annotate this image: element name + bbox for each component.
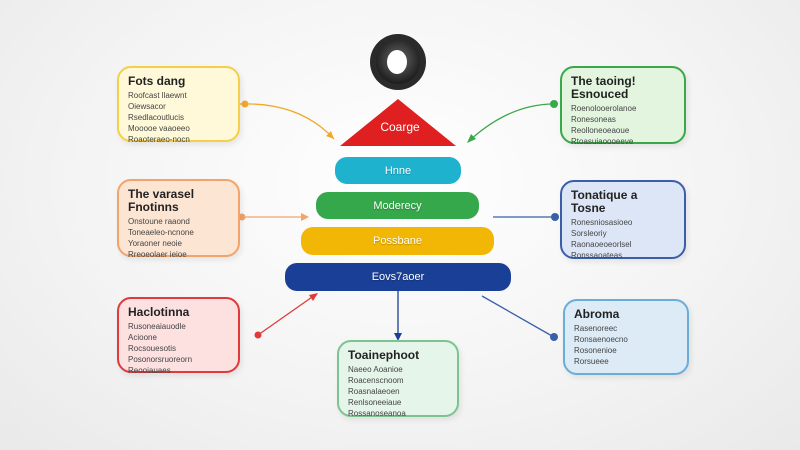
connector-dot-lightblue bbox=[550, 333, 558, 341]
card-title: The varasel Fnotinns bbox=[128, 187, 195, 214]
connector-red bbox=[257, 294, 316, 336]
card-text-line: Roaoteraeo-nocn bbox=[128, 135, 190, 144]
arrowhead-green bbox=[467, 134, 476, 143]
connector-dot-blue bbox=[551, 213, 559, 221]
card-text-line: Naeeo Aoanioe bbox=[348, 365, 403, 374]
connector-lightblue bbox=[481, 295, 553, 337]
card-text-line: Rosonenioe bbox=[574, 346, 617, 355]
card-text-line: Sorsleoriy bbox=[571, 229, 607, 238]
arrowhead-red bbox=[309, 293, 318, 301]
card-text-line: Ronesniosasioeo bbox=[571, 218, 633, 227]
card-title: Toainephoot bbox=[348, 348, 420, 362]
arrowhead-orange bbox=[301, 213, 309, 221]
card-title: The taoing! Esnouced bbox=[571, 74, 636, 101]
card-text-line: Roasnalaeoen bbox=[348, 387, 400, 396]
card-text-line: Oiewsacor bbox=[128, 102, 166, 111]
card-text-line: Roenolooerolanoe bbox=[571, 104, 637, 113]
card-text-line: Acioone bbox=[128, 333, 157, 342]
card-title: Haclotinna bbox=[128, 305, 190, 319]
card-title: Fots dang bbox=[128, 74, 186, 88]
card-text-line: Rsedlacoutlucis bbox=[128, 113, 185, 122]
pyramid-top-label: Coarge bbox=[380, 120, 420, 134]
card-title: Tonatique a Tosne bbox=[571, 188, 638, 215]
card-text-line: Toneaeleo-ncnone bbox=[128, 228, 194, 237]
card-text-line: Roofcast llaewnt bbox=[128, 91, 187, 100]
connector-dot-yellow bbox=[241, 100, 249, 108]
card-text-line: Rusoneaiauodle bbox=[128, 322, 186, 331]
connector-dot-green bbox=[550, 100, 558, 108]
card-text-line: Onstoune raaond bbox=[128, 217, 190, 226]
card-text-line: Rtoasuiaoooeeve bbox=[571, 137, 634, 146]
card-text-line: Yoraoner neoie bbox=[128, 239, 182, 248]
card-text-line: Ronesoneas bbox=[571, 115, 616, 124]
card-text-line: Rasenoreec bbox=[574, 324, 618, 333]
card-text-line: Posonorsruoreorn bbox=[128, 355, 193, 364]
arrowhead-bottom bbox=[394, 333, 402, 341]
pyramid-level-2: Moderecy bbox=[316, 192, 479, 219]
card-title: Abroma bbox=[574, 307, 620, 321]
card-text-line: Reolloneoeaoue bbox=[571, 126, 630, 135]
pyramid-top-triangle bbox=[340, 99, 456, 146]
card-text-line: Roacenscnoom bbox=[348, 376, 404, 385]
speaker-icon bbox=[370, 34, 426, 90]
connector-dot-orange bbox=[238, 213, 246, 221]
card-text-line: Rocsouesotis bbox=[128, 344, 177, 353]
card-text-line: Reooiauaes bbox=[128, 366, 171, 375]
connector-dot-red bbox=[254, 331, 262, 339]
pyramid-level-label: Eovs7aoer bbox=[371, 271, 425, 283]
pyramid-level-1: Hnne bbox=[335, 157, 461, 184]
pyramid-level-label: Moderecy bbox=[373, 199, 422, 212]
card-text-line: Rreoeolaer ieioe bbox=[128, 250, 187, 259]
connectors bbox=[238, 100, 559, 341]
card-text-line: Renlsoneeiaue bbox=[348, 398, 402, 407]
connector-green bbox=[469, 103, 555, 141]
pyramid-level-label: Possbane bbox=[373, 235, 422, 247]
pyramid-level-3: Possbane bbox=[301, 227, 494, 255]
connector-yellow bbox=[239, 103, 335, 140]
card-text-line: Rorsueee bbox=[574, 357, 609, 366]
card-text-line: Rossanoseanoa bbox=[348, 409, 406, 418]
card-text-line: Raonaoeoeorlsel bbox=[571, 240, 632, 249]
pyramid-level-label: Hnne bbox=[384, 164, 412, 177]
pyramid-level-4: Eovs7aoer bbox=[285, 263, 511, 291]
card-text-line: Ronsaenoecno bbox=[574, 335, 628, 344]
arrowhead-yellow bbox=[326, 131, 334, 139]
card-text-line: Mooooe vaaoeeo bbox=[128, 124, 190, 133]
card-text-line: Ronssaoateas bbox=[571, 251, 623, 260]
